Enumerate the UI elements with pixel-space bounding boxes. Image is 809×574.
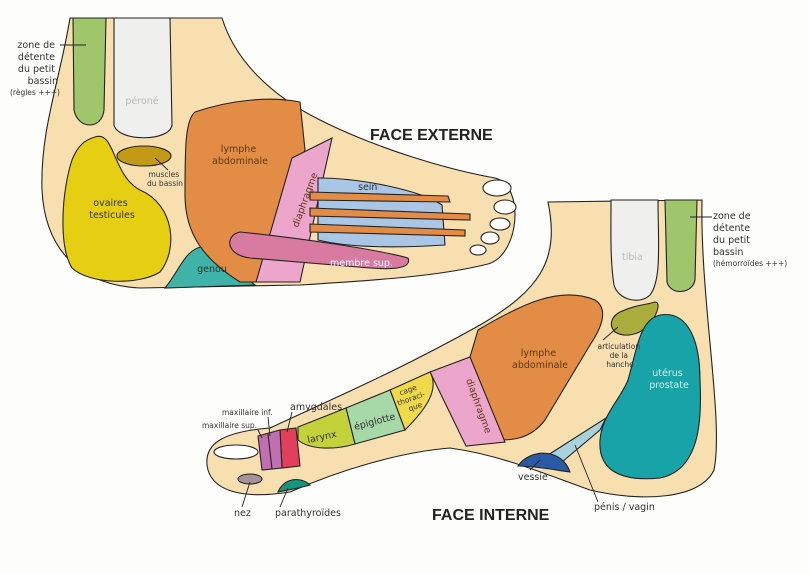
- bones-orange: [309, 191, 471, 237]
- leader-line: [257, 429, 263, 439]
- amygdales-label: amygdales: [290, 402, 342, 413]
- lymphe-external-label: lymphe abdominale: [212, 144, 268, 167]
- nez-zone: [237, 473, 263, 485]
- parathyroides-label: parathyroïdes: [275, 508, 341, 519]
- leader-line: [574, 444, 599, 503]
- uterus-label: utérus prostate: [649, 368, 689, 391]
- leader-line: [602, 326, 619, 341]
- toes-external: [469, 179, 517, 256]
- foot-external: zone de détente du petit bassin (règles …: [10, 17, 517, 289]
- zone-note-external: (règles +++): [10, 88, 60, 97]
- amygdales-zone: [279, 427, 301, 469]
- penis-vagin-label: pénis / vagin: [594, 502, 655, 513]
- larynx-zone: [297, 407, 356, 449]
- tibia-label: tibia: [622, 252, 643, 263]
- ovaires-testicules-zone: [62, 135, 172, 282]
- zone-detente-internal: [664, 199, 698, 293]
- zone-detente-external: [72, 17, 107, 126]
- vessie-zone: [516, 452, 571, 473]
- maxillaire-inf-label: maxillaire inf.: [222, 408, 273, 417]
- leader-line: [286, 411, 293, 433]
- muscles-bassin-label: muscles du bassin: [147, 170, 183, 188]
- perone-bone: [113, 17, 173, 139]
- uterus-prostate-zone: [599, 314, 702, 480]
- membre-sup-zone: [229, 231, 410, 270]
- title-face-externe: FACE EXTERNE: [370, 127, 493, 144]
- leader-line: [267, 416, 271, 437]
- leader-line: [529, 459, 541, 471]
- toe-nail: [213, 444, 259, 460]
- title-face-interne: FACE INTERNE: [432, 507, 550, 524]
- membre-sup-label: membre sup.: [330, 258, 393, 269]
- lymphe-internal-label: lymphe abdominale: [512, 348, 568, 371]
- leader-line: [154, 157, 169, 171]
- zone-note-internal: (hémorroïdes +++): [713, 259, 787, 268]
- maxillaire-zones: [257, 429, 283, 471]
- zone-detente-internal-label: zone de détente du petit bassin: [713, 211, 754, 258]
- perone-label: péroné: [125, 96, 158, 107]
- diaphragme-internal-zone: [429, 356, 506, 447]
- vessie-label: vessie: [518, 472, 548, 483]
- cage-thoracique-zone: [389, 371, 434, 431]
- tibia-bone: [610, 199, 660, 301]
- sein-label: sein: [358, 182, 377, 193]
- cage-label: cage thoraci- que: [393, 380, 432, 416]
- zone-detente-external-label: zone de détente du petit bassin: [17, 40, 58, 87]
- muscles-bassin-zone: [116, 145, 172, 167]
- articulation-label: articulation de la hanche: [597, 342, 642, 369]
- leader-line: [279, 487, 289, 508]
- leader-line: [241, 481, 251, 508]
- maxillaire-sup-label: maxillaire sup.: [202, 421, 257, 430]
- genou-label: genou: [197, 264, 227, 275]
- foot-internal: zone de détente du petit bassin (hémorro…: [202, 199, 787, 524]
- lymphe-internal-zone: [469, 294, 604, 441]
- ovaires-label: ovaires testicules: [89, 198, 135, 221]
- nez-label: nez: [234, 508, 251, 519]
